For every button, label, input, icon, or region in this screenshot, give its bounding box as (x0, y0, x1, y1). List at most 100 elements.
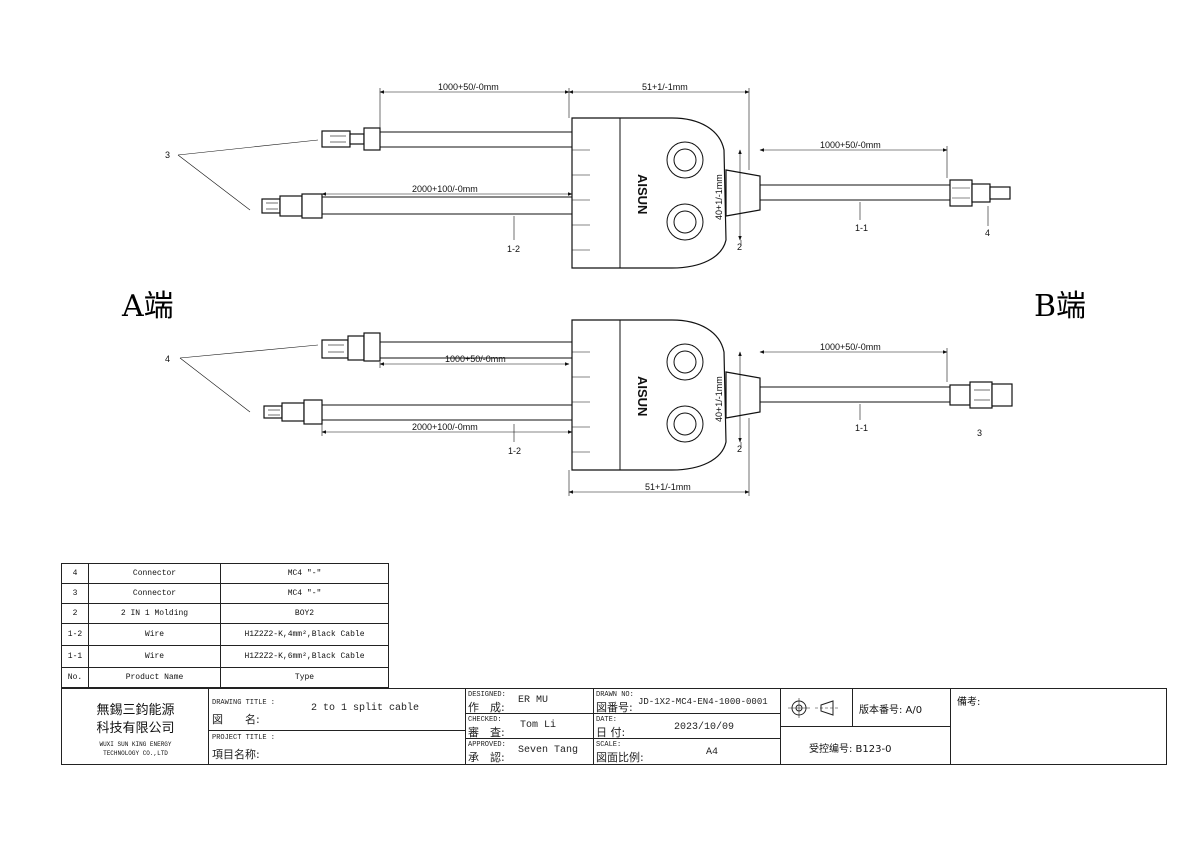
bom-header-no: No. (61, 667, 89, 688)
bom-type: BOY2 (220, 603, 389, 624)
drawing-title-value: 2 to 1 split cable (311, 703, 420, 714)
bottom-output-cable (760, 381, 1013, 409)
bottom-callout-output-wire: 1-1 (855, 423, 868, 433)
drawing-no-label-cn: 図番号: (596, 701, 633, 714)
bom-no: 3 (61, 583, 89, 604)
bom-table: 4 Connector MC4 "-" 3 Connector MC4 "-" … (61, 563, 389, 688)
projection-symbol-cell (781, 689, 853, 727)
bom-type: MC4 "-" (220, 563, 389, 584)
bom-header-name: Product Name (88, 667, 221, 688)
bom-no: 1-1 (61, 645, 89, 668)
bom-no: 1-2 (61, 623, 89, 646)
checked-value: Tom Li (520, 720, 557, 731)
bom-name: 2 IN 1 Molding (88, 603, 221, 624)
company-name-en-1: WUXI SUN KING ENERGY (99, 741, 172, 748)
drawing-title-cell: DRAWING TITLE : 図 名: 2 to 1 split cable (209, 689, 466, 731)
top-callout-output-connector: 4 (985, 228, 990, 238)
project-title-cell: PROJECT TITLE : 項目名称: (209, 731, 466, 764)
date-label: DATE: (596, 716, 618, 724)
bom-row: 1-2 Wire H1Z2Z2-K,4mm²,Black Cable (61, 623, 389, 646)
top-view: AISUN 1000+50/-0mm 51+1/-1mm 1000+50/-0m… (165, 82, 1011, 269)
approved-label-cn: 承 認: (468, 751, 505, 764)
bom-name: Connector (88, 583, 221, 604)
bottom-callout-connectors: 4 (165, 354, 170, 364)
top-lower-branch-cable (261, 193, 572, 219)
bottom-molding: AISUN (571, 319, 761, 471)
bottom-callout-branch-wire: 1-2 (508, 446, 521, 456)
bom-type: MC4 "-" (220, 583, 389, 604)
bom-no: 4 (61, 563, 89, 584)
project-title-label-cn: 項目名称: (212, 748, 260, 761)
designed-label: DESIGNED: (468, 691, 506, 699)
approved-value: Seven Tang (518, 745, 579, 756)
drawing-no-cell: DRAWN NO: 図番号: JD-1X2-MC4-EN4-1000-0001 (594, 689, 781, 714)
drawing-title-label-cn: 図 名: (212, 713, 260, 726)
version-value: 版本番号: A/0 (859, 705, 923, 716)
bottom-dim-body-width: 51+1/-1mm (645, 482, 691, 492)
date-cell: DATE: 日 付: 2023/10/09 (594, 714, 781, 739)
scale-cell: SCALE: 図面比例: A4 (594, 739, 781, 764)
bottom-dim-output-cable: 1000+50/-0mm (820, 342, 881, 352)
approved-cell: APPROVED: 承 認: Seven Tang (466, 739, 594, 764)
top-upper-branch-cable (321, 127, 572, 151)
bottom-molding-brand: AISUN (635, 376, 650, 416)
top-output-cable (760, 179, 1011, 207)
control-no-cell: 受控编号: B123-0 (781, 727, 951, 764)
checked-cell: CHECKED: 審 査: Tom Li (466, 714, 594, 739)
company-name-cn-1: 無錫三鈞能源 (96, 703, 175, 718)
approved-label: APPROVED: (468, 741, 506, 749)
top-dim-lower-branch: 2000+100/-0mm (412, 184, 478, 194)
company-name-cn-2: 科技有限公司 (96, 721, 175, 736)
scale-label: SCALE: (596, 741, 622, 749)
scale-label-cn: 図面比例: (596, 751, 644, 764)
bottom-callout-molding: 2 (737, 444, 742, 454)
top-dim-body-height: 40+1/-1mm (714, 174, 724, 220)
designed-cell: DESIGNED: 作 成: ER MU (466, 689, 594, 714)
checked-label: CHECKED: (468, 716, 502, 724)
bom-row: 3 Connector MC4 "-" (61, 583, 389, 604)
bottom-upper-branch-cable (321, 332, 572, 362)
project-title-label: PROJECT TITLE : (212, 734, 276, 742)
side-label-b: B端 (1034, 289, 1086, 324)
bottom-dim-lower-branch: 2000+100/-0mm (412, 422, 478, 432)
drawing-title-label: DRAWING TITLE : (212, 699, 276, 707)
top-callout-branch-wire: 1-2 (507, 244, 520, 254)
top-molding-brand: AISUN (635, 174, 650, 214)
bom-row: 2 2 IN 1 Molding BOY2 (61, 603, 389, 624)
bom-header-row: No. Product Name Type (61, 667, 389, 688)
bom-name: Wire (88, 623, 221, 646)
bottom-dim-upper-branch: 1000+50/-0mm (445, 354, 506, 364)
top-dim-output-cable: 1000+50/-0mm (820, 140, 881, 150)
bottom-dim-body-height: 40+1/-1mm (714, 376, 724, 422)
bom-name: Wire (88, 645, 221, 668)
bom-row: 1-1 Wire H1Z2Z2-K,6mm²,Black Cable (61, 645, 389, 668)
remarks-cell: 備考: (951, 689, 1166, 764)
top-callout-output-wire: 1-1 (855, 223, 868, 233)
bom-no: 2 (61, 603, 89, 624)
date-value: 2023/10/09 (674, 722, 735, 733)
top-dim-upper-branch: 1000+50/-0mm (438, 82, 499, 92)
bom-row: 4 Connector MC4 "-" (61, 563, 389, 584)
bottom-view: AISUN 1000+50/-0mm 51+1/-1mm 1000+50/-0m… (165, 319, 1013, 496)
bom-type: H1Z2Z2-K,4mm²,Black Cable (220, 623, 389, 646)
top-callout-connectors: 3 (165, 150, 170, 160)
scale-value: A4 (706, 747, 719, 758)
bottom-callout-output-connector: 3 (977, 428, 982, 438)
drawing-no-label: DRAWN NO: (596, 691, 634, 699)
checked-label-cn: 審 査: (468, 726, 505, 739)
bom-header-type: Type (220, 667, 389, 688)
remarks-label: 備考: (957, 697, 981, 708)
bom-type: H1Z2Z2-K,6mm²,Black Cable (220, 645, 389, 668)
projection-symbol-icon (788, 698, 839, 718)
side-label-a: A端 (121, 289, 174, 324)
designed-value: ER MU (518, 695, 549, 706)
version-cell: 版本番号: A/0 (853, 689, 951, 727)
top-molding: AISUN (571, 117, 761, 269)
designed-label-cn: 作 成: (468, 701, 505, 714)
bom-name: Connector (88, 563, 221, 584)
drawing-no-value: JD-1X2-MC4-EN4-1000-0001 (638, 697, 768, 707)
top-dim-body-width: 51+1/-1mm (642, 82, 688, 92)
control-no-value: 受控编号: B123-0 (809, 744, 892, 755)
company-name-en-2: TECHNOLOGY CO.,LTD (103, 750, 168, 757)
